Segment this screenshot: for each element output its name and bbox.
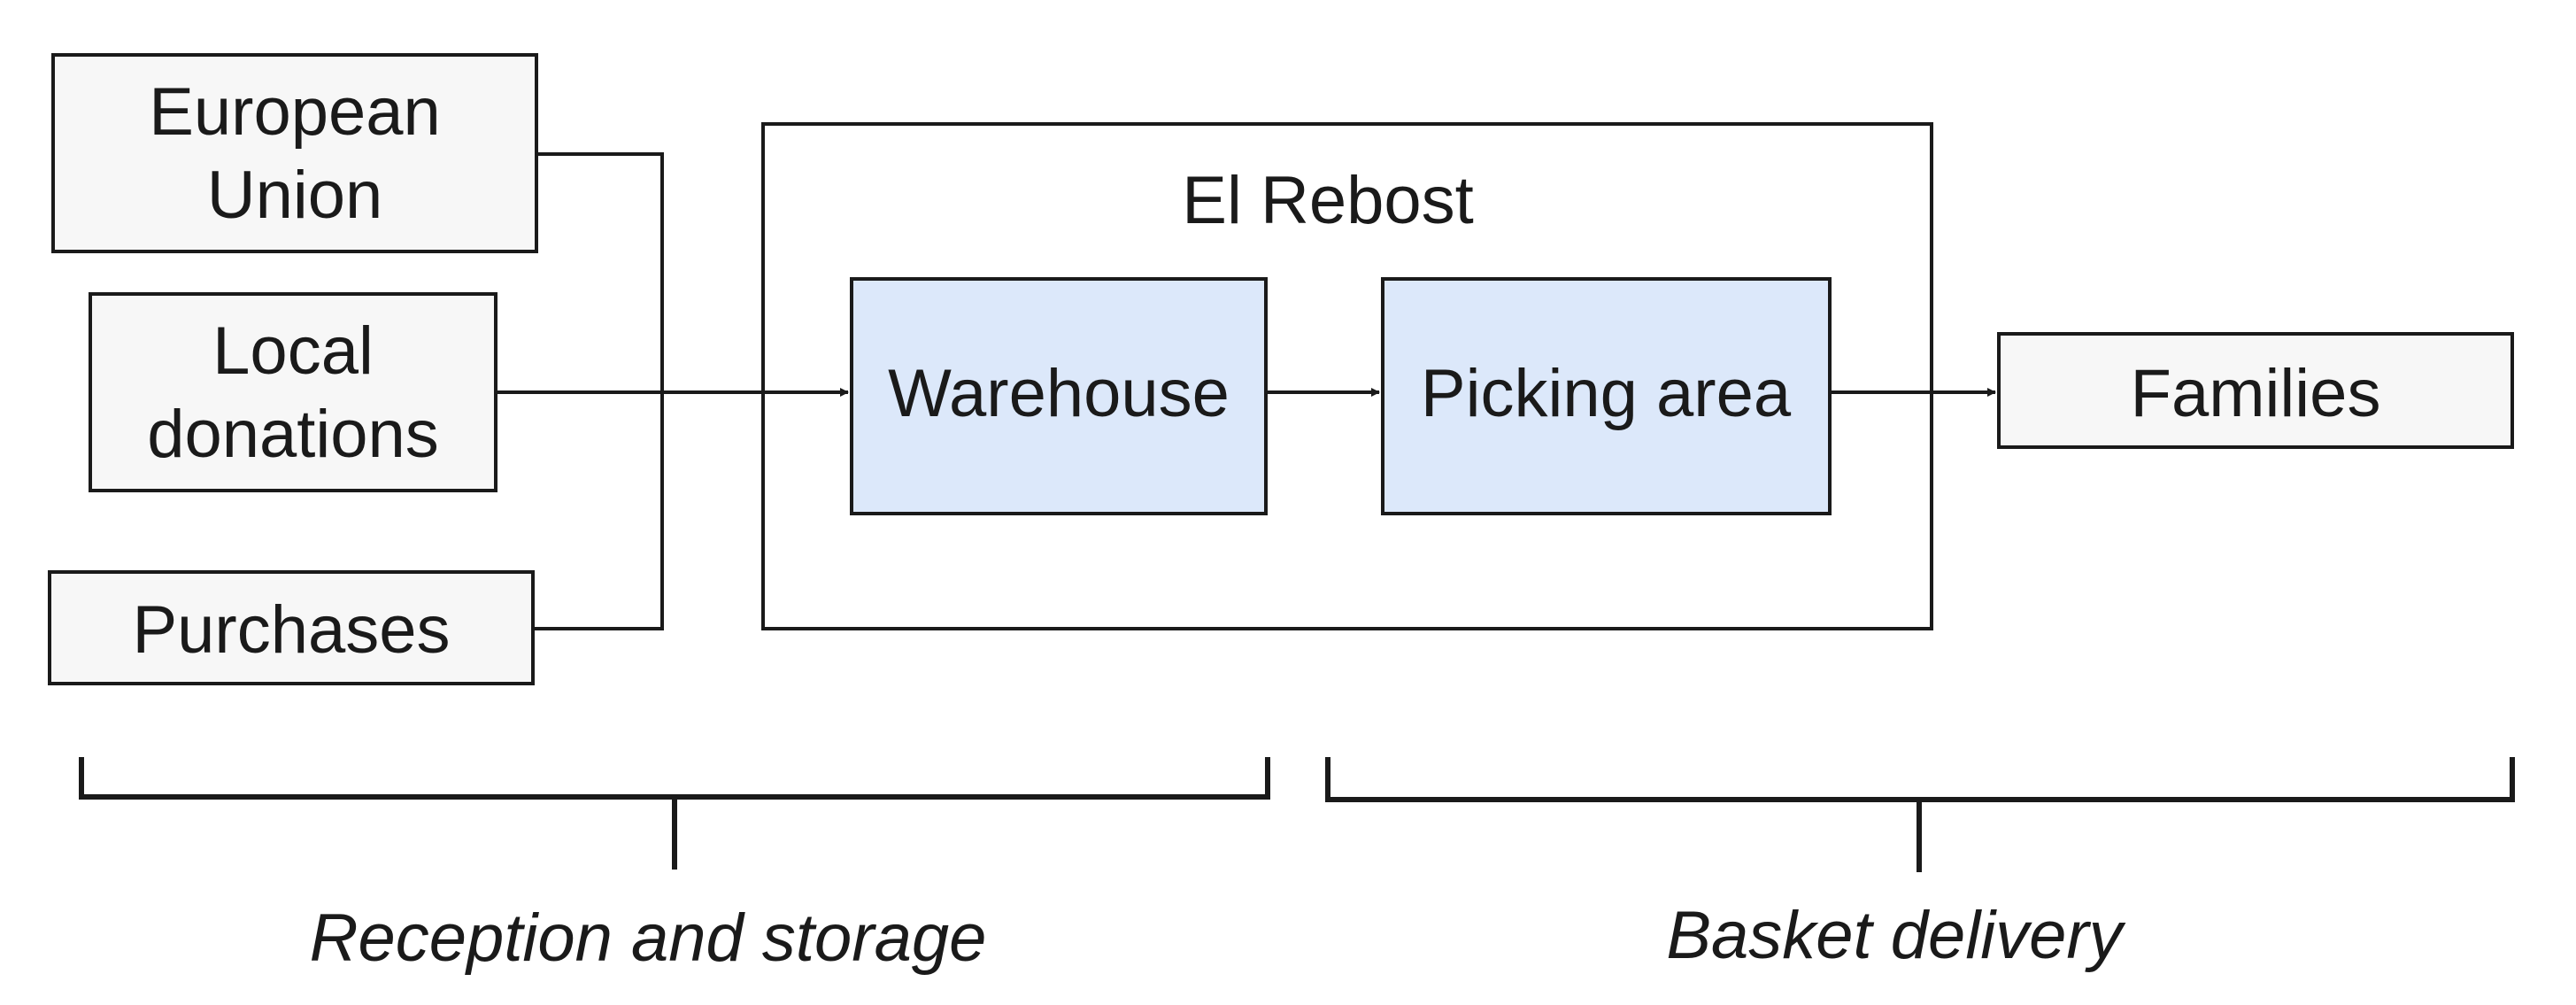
european-union-label-line2: Union	[207, 158, 383, 233]
phase-delivery-label: Basket delivery	[1666, 898, 2125, 973]
svg-text:donations: donations	[147, 397, 439, 472]
node-picking-area: Picking area	[1381, 277, 1832, 515]
families-label: Families	[2131, 356, 2381, 431]
node-families: Families	[1997, 332, 2514, 449]
brace-delivery	[1325, 757, 2515, 872]
purchases-label: Purchases	[132, 592, 450, 668]
brace-reception	[79, 757, 1270, 870]
el-rebost-title: El Rebost	[1182, 163, 1474, 238]
svg-text:Union: Union	[207, 158, 383, 233]
source-purchases: Purchases	[48, 570, 535, 685]
european-union-label-line1: European	[149, 74, 441, 150]
picking-area-label: Picking area	[1421, 356, 1792, 431]
svg-text:European: European	[149, 74, 441, 150]
source-local-donations: Local donations	[89, 292, 497, 492]
local-donations-label-line1: Local	[212, 313, 374, 389]
source-european-union: European Union	[51, 53, 538, 253]
phase-reception-label: Reception and storage	[310, 901, 987, 976]
svg-text:Local: Local	[212, 313, 374, 389]
source-connectors	[496, 152, 849, 630]
local-donations-label-line2: donations	[147, 397, 439, 472]
node-warehouse: Warehouse	[850, 277, 1268, 515]
warehouse-label: Warehouse	[888, 356, 1230, 431]
